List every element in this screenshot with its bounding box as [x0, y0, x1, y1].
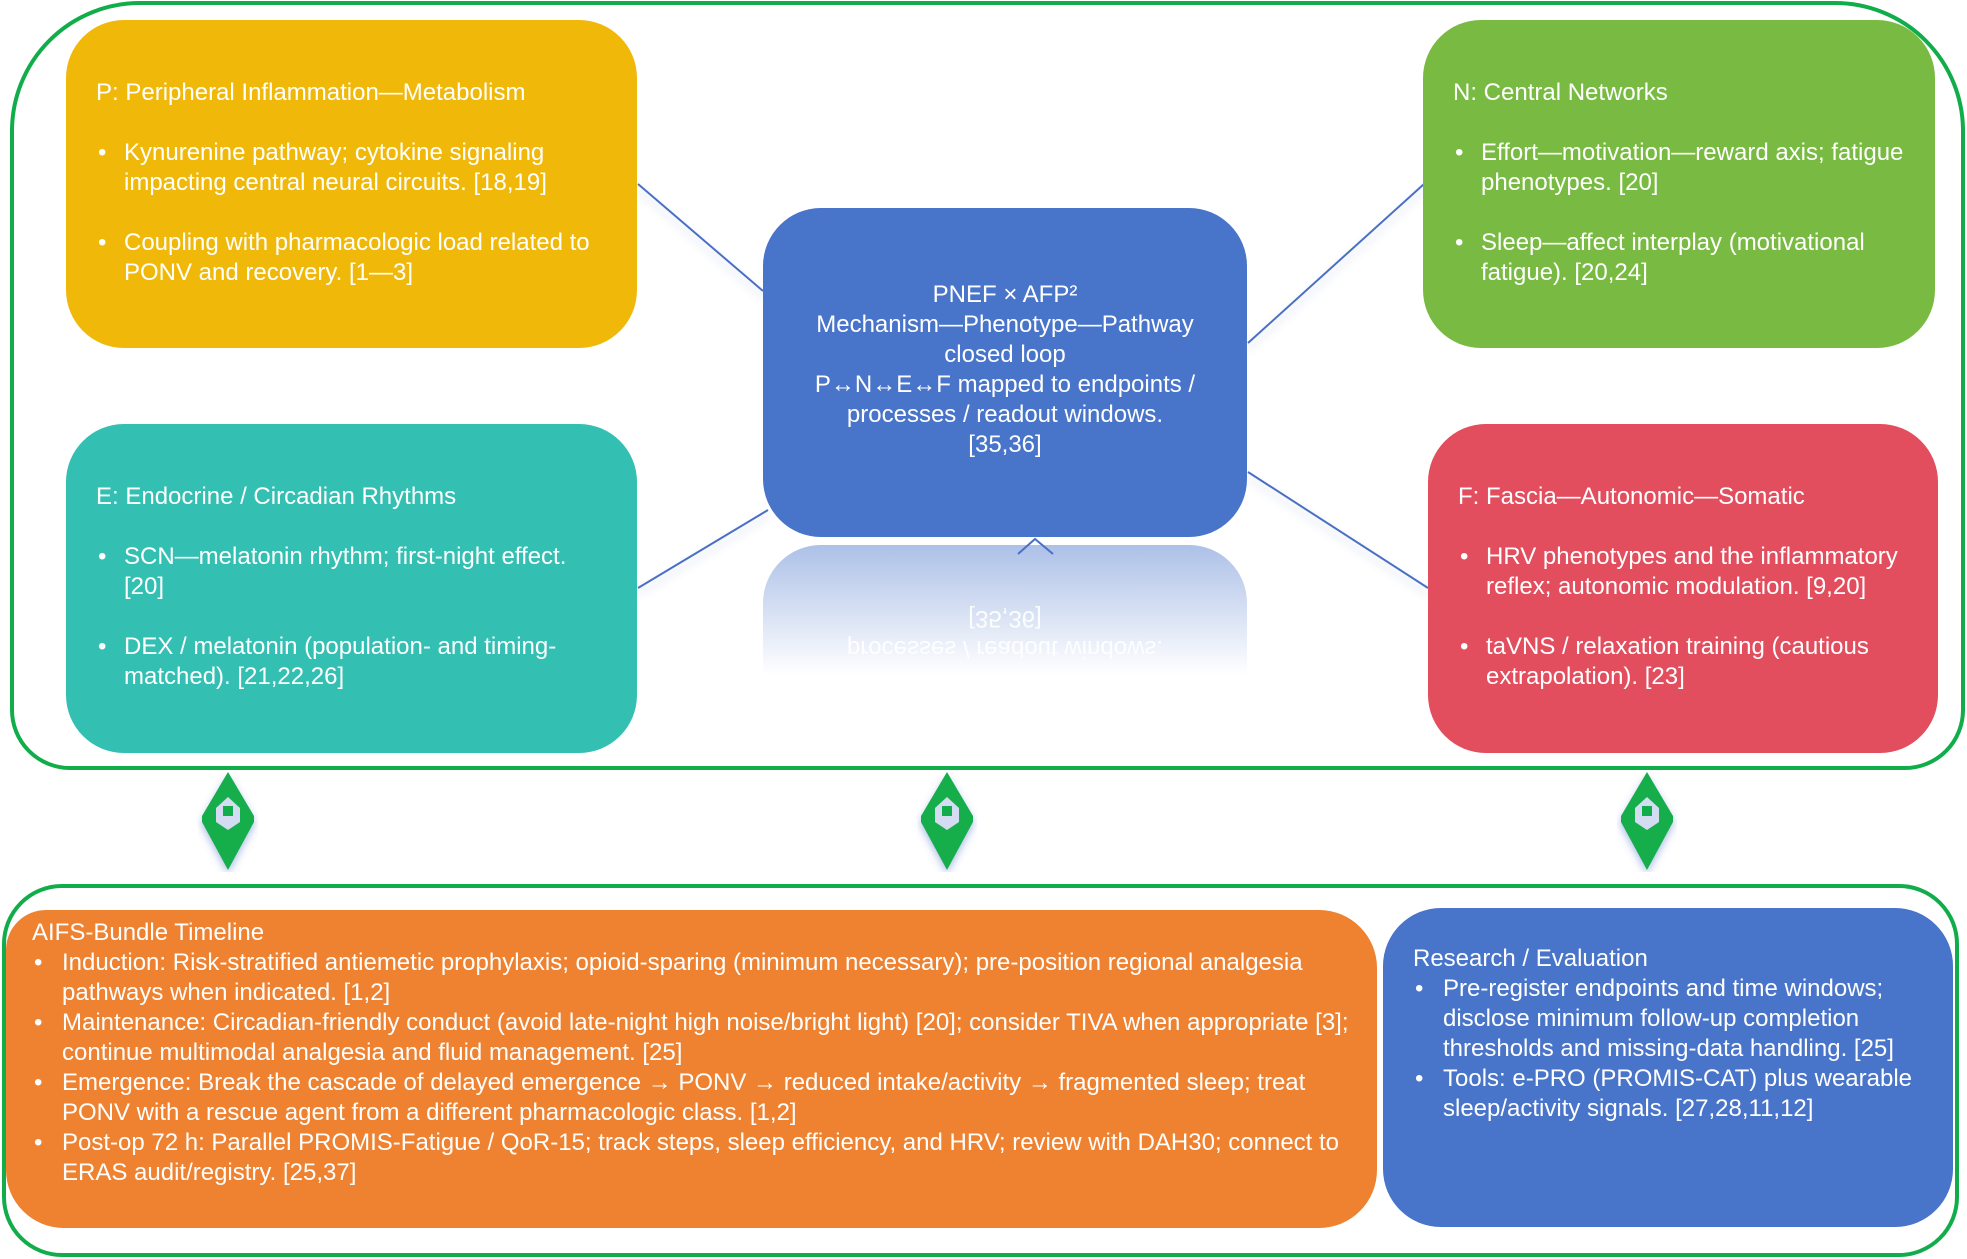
center-line: [35,36]	[968, 431, 1042, 458]
reflection-text: processes / readout windows. [35,36]	[763, 603, 1247, 663]
center-line: closed loop	[944, 341, 1066, 368]
link-line-f	[1247, 471, 1429, 589]
e-box-title: E: Endocrine / Circadian Rhythms	[96, 483, 457, 510]
f-box-bullet: taVNS / relaxation training (cautious ex…	[1458, 632, 1910, 692]
center-line: P↔N↔E↔F mapped to endpoints /	[814, 371, 1196, 398]
link-line-p	[637, 183, 764, 292]
f-box-title: F: Fascia—Autonomic—Somatic	[1458, 483, 1805, 510]
reflection-line: [35,36]	[968, 605, 1042, 632]
link-line-n	[1247, 183, 1425, 344]
research-bullet: Pre-register endpoints and time windows;…	[1413, 974, 1933, 1064]
p-box-title: P: Peripheral Inflammation—Metabolism	[96, 79, 526, 106]
e-box-bullet: SCN—melatonin rhythm; first-night effect…	[96, 542, 607, 602]
research-bullet: Tools: e-PRO (PROMIS-CAT) plus wearable …	[1413, 1064, 1933, 1124]
p-box-bullets: Kynurenine pathway; cytokine signaling i…	[96, 138, 607, 288]
pathway-frame	[2, 884, 1959, 1257]
n-box-bullet: Effort—motivation—reward axis; fatigue p…	[1453, 138, 1907, 198]
n-central-networks-box: N: Central Networks Effort—motivation—re…	[1423, 20, 1935, 348]
center-line: PNEF × AFP²	[932, 281, 1078, 308]
research-box-title: Research / Evaluation	[1413, 945, 1648, 972]
mechanism-frame	[10, 1, 1965, 770]
timeline-bullet: Induction: Risk-stratified antiemetic pr…	[32, 948, 1357, 1008]
double-arrow-diamond-icon	[921, 772, 973, 870]
f-box-bullet: HRV phenotypes and the inflammatory refl…	[1458, 542, 1910, 602]
e-box-bullet: DEX / melatonin (population- and timing-…	[96, 632, 607, 692]
timeline-bullet: Maintenance: Circadian-friendly conduct …	[32, 1008, 1357, 1068]
timeline-box-title: AIFS-Bundle Timeline	[32, 919, 265, 946]
center-line: Mechanism—Phenotype—Pathway	[816, 311, 1194, 338]
double-arrow-diamond-icon	[1621, 772, 1673, 870]
center-pnef-box: PNEF × AFP² Mechanism—Phenotype—Pathway …	[763, 208, 1247, 537]
link-line-e	[637, 509, 769, 589]
f-fascia-box: F: Fascia—Autonomic—Somatic HRV phenotyp…	[1428, 424, 1938, 753]
double-arrow-diamond-icon	[202, 772, 254, 870]
p-box-bullet: Kynurenine pathway; cytokine signaling i…	[96, 138, 607, 198]
f-box-bullets: HRV phenotypes and the inflammatory refl…	[1458, 542, 1910, 692]
p-box-bullet: Coupling with pharmacologic load related…	[96, 228, 607, 288]
n-box-bullets: Effort—motivation—reward axis; fatigue p…	[1453, 138, 1907, 288]
center-box-reflection: processes / readout windows. [35,36]	[763, 545, 1247, 675]
aifs-bundle-timeline-box: AIFS-Bundle Timeline Induction: Risk-str…	[6, 910, 1377, 1228]
timeline-box-bullets: Induction: Risk-stratified antiemetic pr…	[32, 948, 1357, 1188]
reflection-line: processes / readout windows.	[846, 635, 1164, 662]
center-line: processes / readout windows.	[846, 401, 1164, 428]
n-box-bullet: Sleep—affect interplay (motivational fat…	[1453, 228, 1907, 288]
link-line-center-stub	[1017, 537, 1054, 555]
e-box-bullets: SCN—melatonin rhythm; first-night effect…	[96, 542, 607, 692]
timeline-bullet: Post-op 72 h: Parallel PROMIS-Fatigue / …	[32, 1128, 1357, 1188]
e-endocrine-box: E: Endocrine / Circadian Rhythms SCN—mel…	[66, 424, 637, 753]
n-box-title: N: Central Networks	[1453, 79, 1668, 106]
research-evaluation-box: Research / Evaluation Pre-register endpo…	[1383, 908, 1953, 1227]
p-peripheral-box: P: Peripheral Inflammation—Metabolism Ky…	[66, 20, 637, 348]
timeline-bullet: Emergence: Break the cascade of delayed …	[32, 1068, 1357, 1128]
research-box-bullets: Pre-register endpoints and time windows;…	[1413, 974, 1933, 1124]
